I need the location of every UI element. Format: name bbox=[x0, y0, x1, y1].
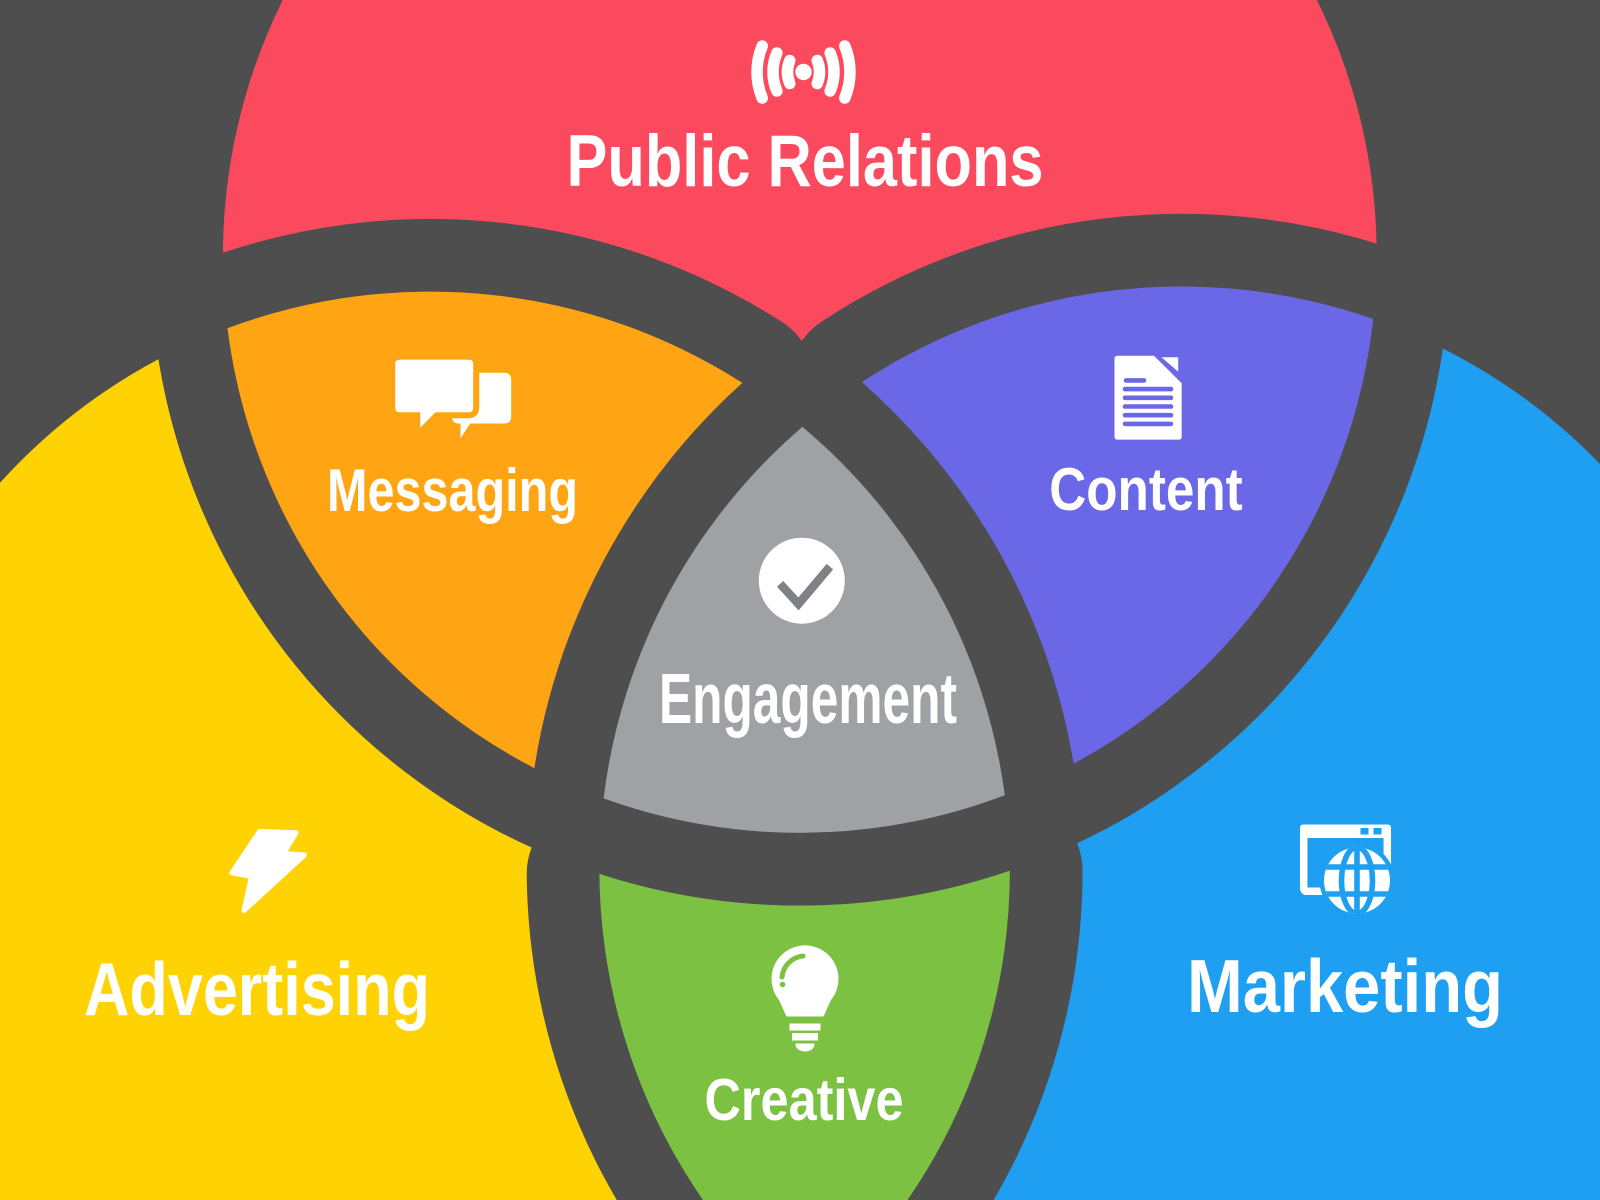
svg-text:Engagement: Engagement bbox=[659, 660, 957, 739]
svg-text:Creative: Creative bbox=[705, 1067, 904, 1133]
svg-text:Messaging: Messaging bbox=[327, 457, 578, 524]
svg-text:Marketing: Marketing bbox=[1187, 944, 1503, 1028]
svg-text:Content: Content bbox=[1049, 456, 1243, 523]
svg-text:Advertising: Advertising bbox=[84, 947, 430, 1031]
svg-text:Public Relations: Public Relations bbox=[567, 121, 1044, 202]
